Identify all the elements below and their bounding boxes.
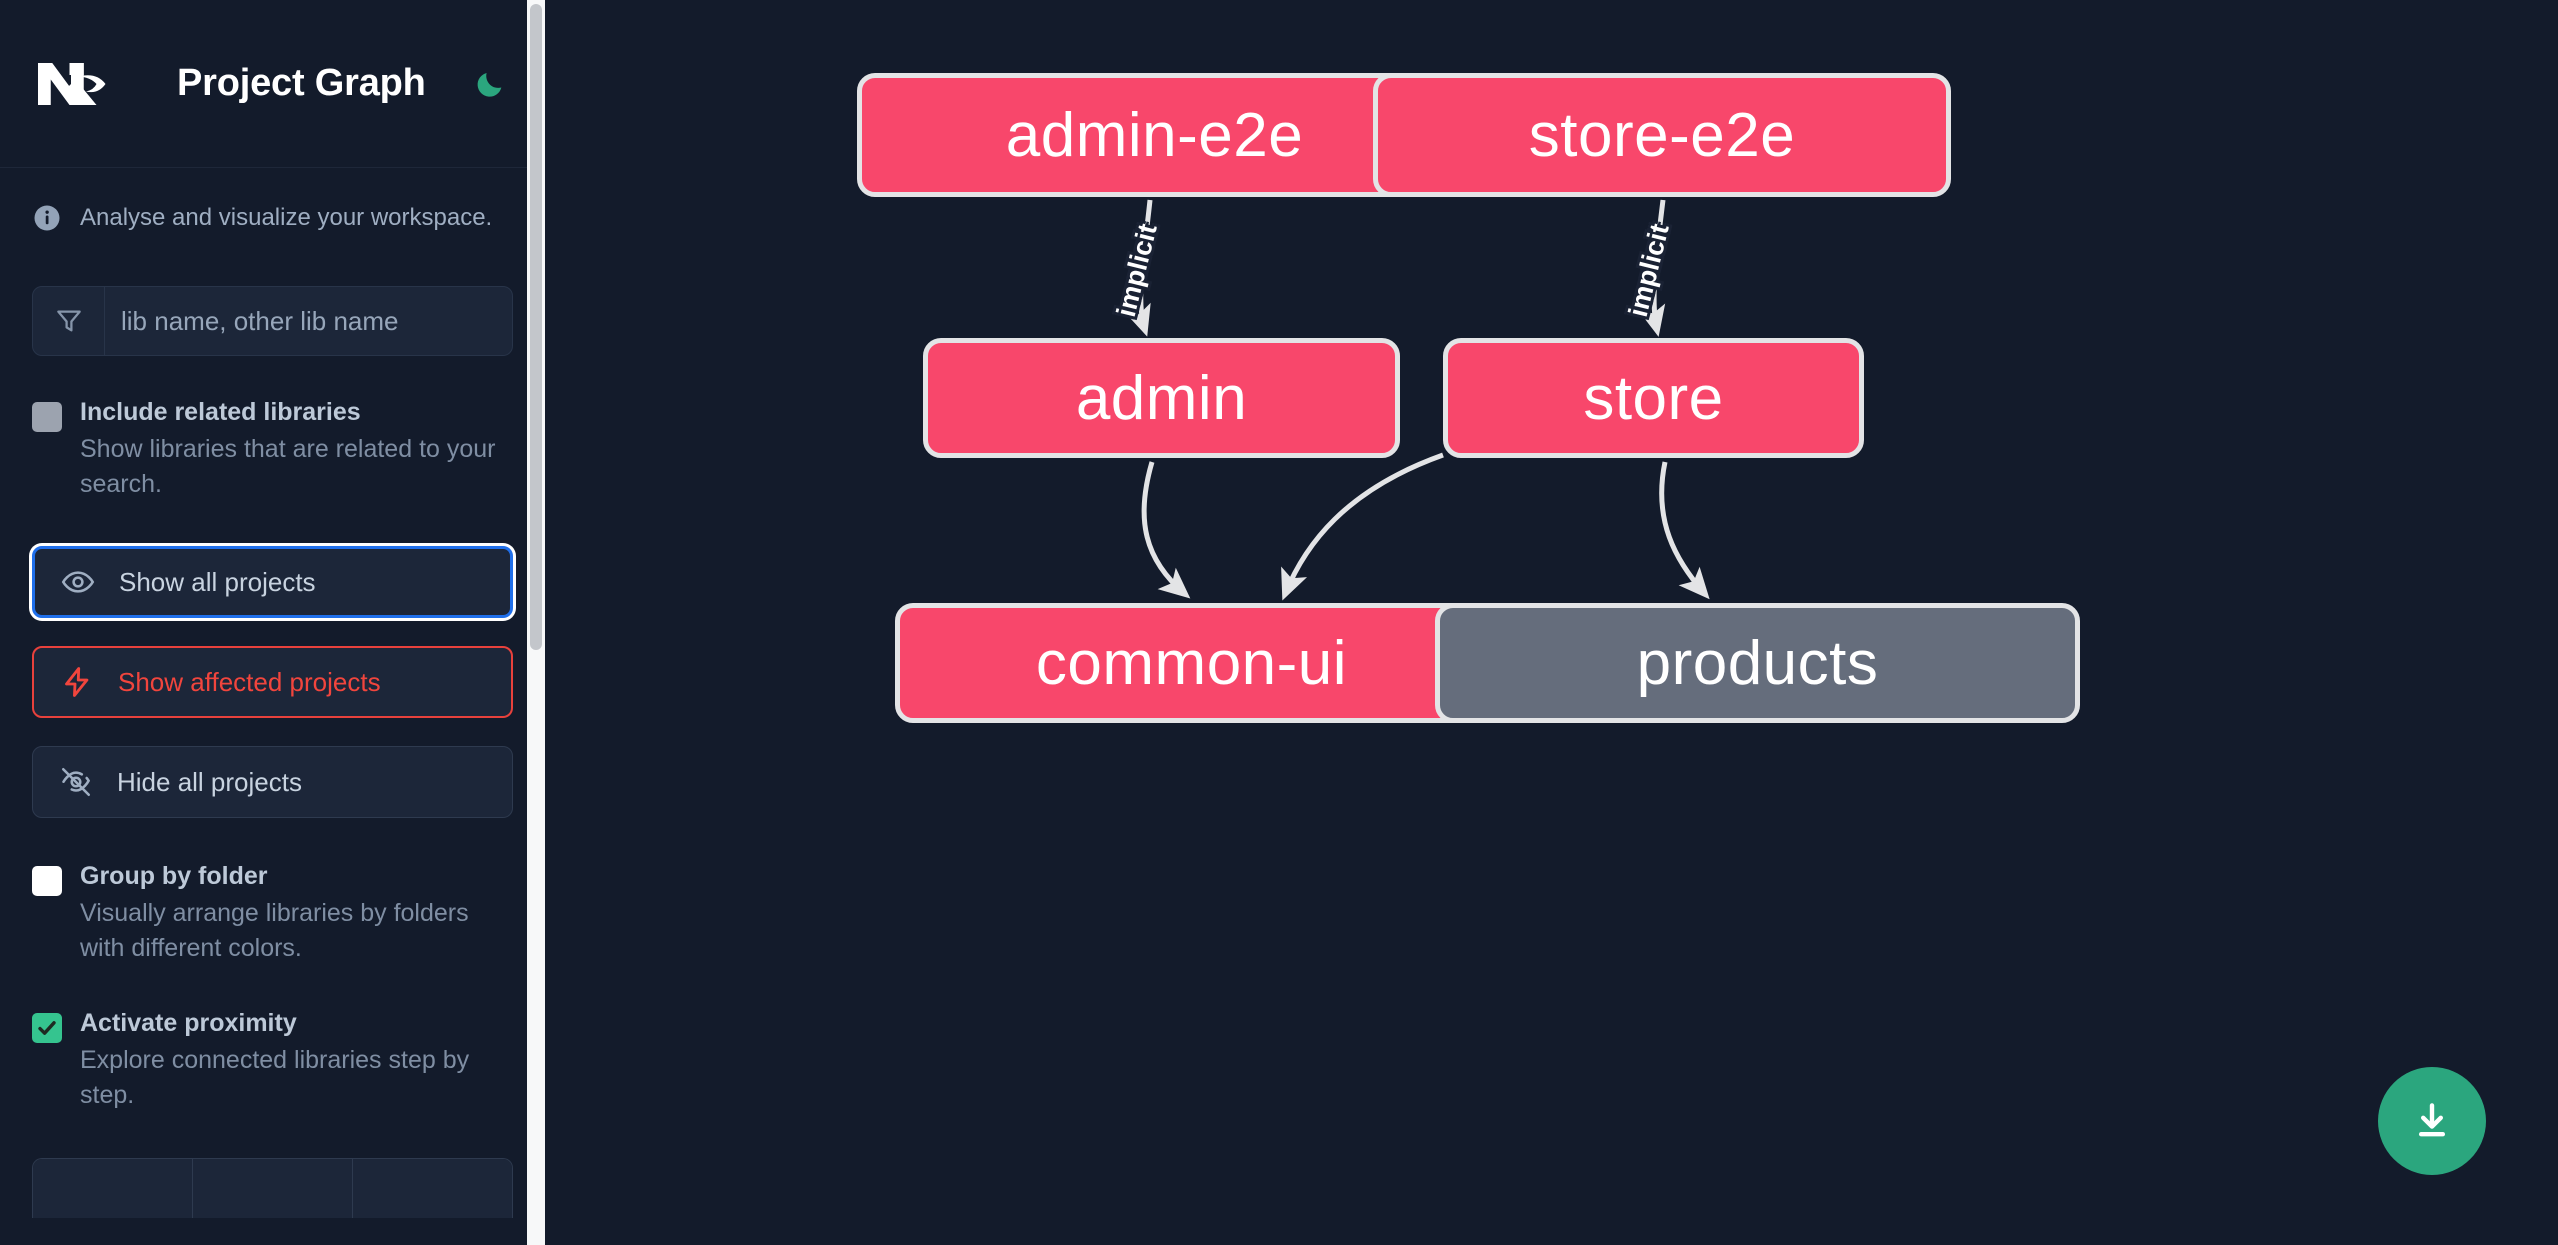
sidebar-body: Analyse and visualize your workspace. In… <box>0 168 545 1218</box>
option-title: Include related libraries <box>80 398 361 426</box>
show-all-projects-button[interactable]: Show all projects <box>32 546 513 618</box>
node-label: products <box>1636 628 1879 698</box>
sidebar-scrollbar-thumb[interactable] <box>530 4 542 650</box>
hide-all-projects-button[interactable]: Hide all projects <box>32 746 513 818</box>
option-description: Visually arrange libraries by folders wi… <box>80 899 469 962</box>
option-activate-proximity[interactable]: Activate proximity Explore connected lib… <box>0 1007 545 1112</box>
graph-canvas[interactable]: admin-e2e store-e2e admin store common-u… <box>545 0 2558 1245</box>
filter-funnel-icon <box>33 287 105 355</box>
option-title: Group by folder <box>80 862 268 890</box>
segment-option-2[interactable] <box>193 1159 353 1218</box>
download-button[interactable] <box>2378 1067 2486 1175</box>
graph-node-store-e2e[interactable]: store-e2e <box>1373 73 1951 197</box>
filter-row[interactable] <box>32 286 513 356</box>
page-title: Project Graph <box>177 62 426 104</box>
segment-option-1[interactable] <box>33 1159 193 1218</box>
node-label: store-e2e <box>1528 100 1796 170</box>
graph-node-products[interactable]: products <box>1435 603 2080 723</box>
checkbox-include-related-libraries[interactable] <box>32 402 62 432</box>
hide-all-projects-label: Hide all projects <box>117 766 302 797</box>
checkbox-group-by-folder[interactable] <box>32 866 62 896</box>
tagline-text: Analyse and visualize your workspace. <box>80 204 493 231</box>
sidebar: Project Graph Analyse and visualize your… <box>0 0 545 1245</box>
graph-node-admin[interactable]: admin <box>923 338 1400 458</box>
option-include-related-libraries[interactable]: Include related libraries Show libraries… <box>0 396 545 501</box>
option-description: Explore connected libraries step by step… <box>80 1046 470 1109</box>
edge-store-e2e-to-store <box>1637 199 1666 337</box>
option-title: Activate proximity <box>80 1009 297 1037</box>
segmented-control[interactable] <box>32 1158 513 1218</box>
graph-edges <box>1124 199 1710 601</box>
checkbox-activate-proximity[interactable] <box>32 1013 62 1043</box>
graph-node-common-ui[interactable]: common-ui <box>895 603 1488 723</box>
moon-icon[interactable] <box>470 64 510 104</box>
option-description: Show libraries that are related to your … <box>80 435 496 498</box>
node-label: admin-e2e <box>1005 100 1304 170</box>
show-all-projects-label: Show all projects <box>119 566 316 597</box>
option-group-by-folder[interactable]: Group by folder Visually arrange librari… <box>0 860 545 965</box>
show-affected-projects-label: Show affected projects <box>118 666 381 697</box>
edge-store-to-products <box>1659 461 1710 600</box>
tagline: Analyse and visualize your workspace. <box>0 168 545 233</box>
node-label: admin <box>1075 363 1248 433</box>
info-icon <box>32 203 62 233</box>
graph-node-admin-e2e[interactable]: admin-e2e <box>857 73 1452 197</box>
edge-admin-e2e-to-admin <box>1124 199 1153 337</box>
download-icon <box>2419 1103 2445 1137</box>
search-input[interactable] <box>105 287 512 355</box>
edge-store-to-common-ui <box>1281 452 1444 601</box>
edge-admin-to-common-ui <box>1141 461 1191 599</box>
node-label: common-ui <box>1035 628 1348 698</box>
nx-logo-icon <box>32 53 122 115</box>
node-label: store <box>1583 363 1724 433</box>
show-affected-projects-button[interactable]: Show affected projects <box>32 646 513 718</box>
graph-node-store[interactable]: store <box>1443 338 1864 458</box>
sidebar-header: Project Graph <box>0 0 545 168</box>
sidebar-scrollbar[interactable] <box>527 0 545 1245</box>
segment-option-3[interactable] <box>353 1159 512 1218</box>
